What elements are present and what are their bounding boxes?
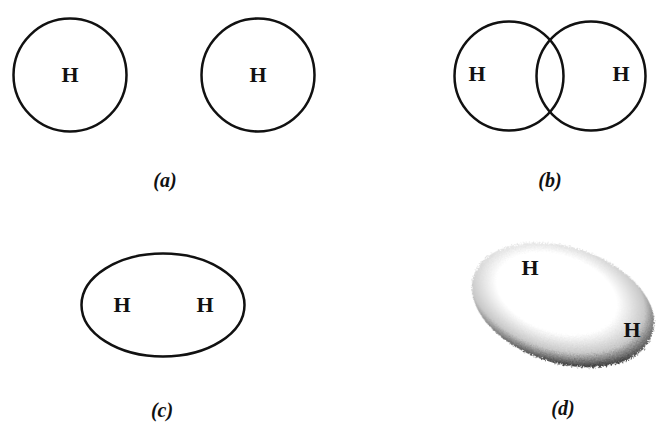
atom-label-anchor: H [249,62,266,88]
ellipse-outline [80,252,246,358]
atom-circle: H [12,17,128,133]
atom-label-anchor: H [61,62,78,88]
circle-outline [535,20,647,132]
blob-outline [463,230,663,380]
atom-symbol: H [113,292,130,318]
overlap-circle: H [453,20,565,132]
electron-cloud: HH [463,230,663,380]
panel-label: (d) [551,397,574,420]
atom-circle: H [200,17,316,133]
overlap-circle: H [535,20,647,132]
atom-label-anchor: H [196,292,213,318]
panel-label: (a) [153,169,176,192]
panel-label-anchor: (a) [153,169,176,192]
atom-label-anchor: H [468,61,485,87]
atom-symbol: H [623,317,640,343]
atom-label-anchor: H [521,255,538,281]
atom-symbol: H [612,61,629,87]
atom-symbol: H [196,292,213,318]
panel-label-anchor: (b) [538,169,561,192]
panel-label-anchor: (d) [551,397,574,420]
atom-symbol: H [249,62,266,88]
panel-label: (b) [538,169,561,192]
atom-symbol: H [61,62,78,88]
molecule-ellipse: HH [80,252,246,358]
atom-label-anchor: H [113,292,130,318]
atom-label-anchor: H [612,61,629,87]
atom-label-anchor: H [623,317,640,343]
panel-label: (c) [151,399,173,422]
panel-label-anchor: (c) [151,399,173,422]
atom-symbol: H [521,255,538,281]
atom-symbol: H [468,61,485,87]
